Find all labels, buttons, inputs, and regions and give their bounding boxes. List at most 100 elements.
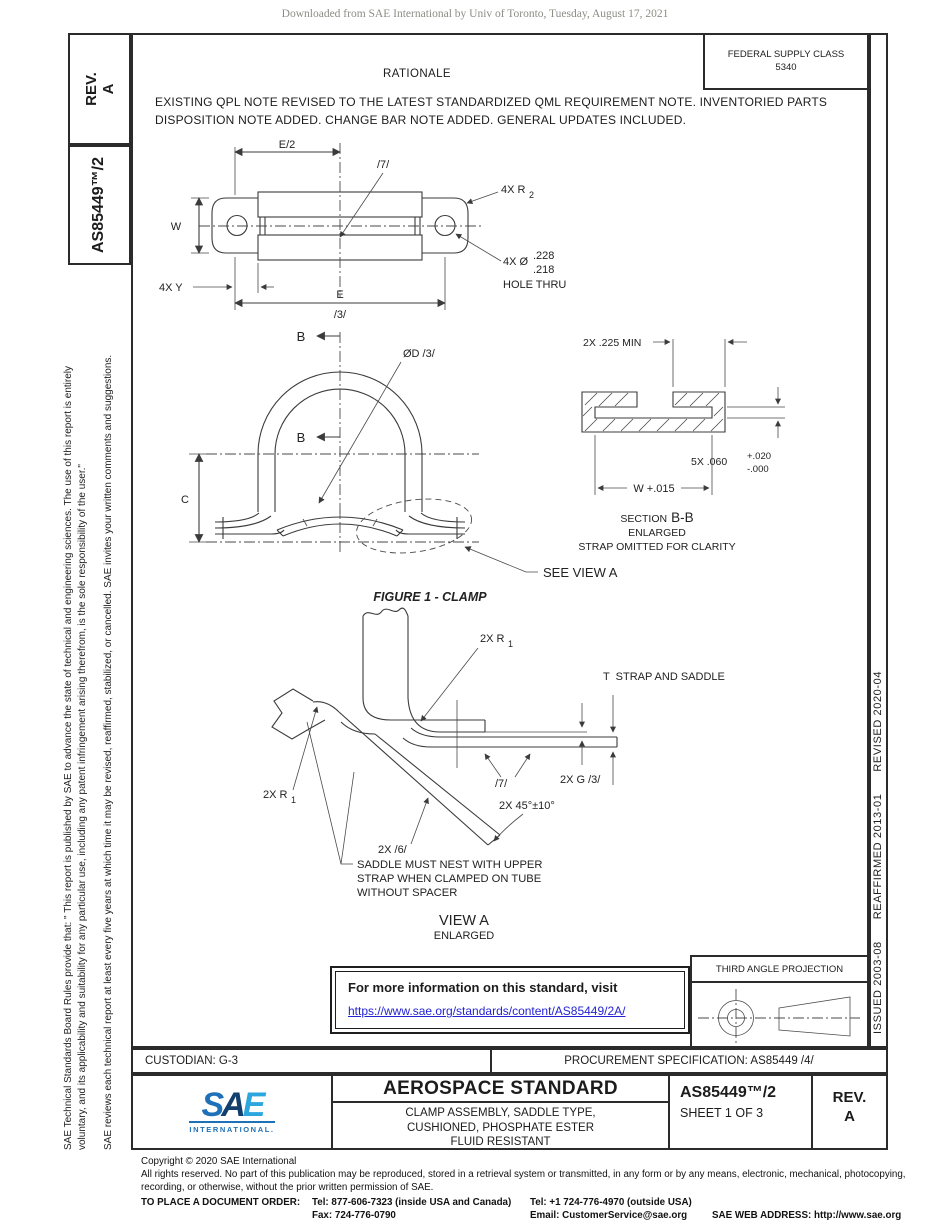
flag-6-label: 2X /6/ — [378, 844, 408, 856]
dim-w: W — [171, 221, 182, 233]
rights-line2: recording, or otherwise, without the pri… — [141, 1182, 434, 1193]
saddle-note-line2: STRAP WHEN CLAMPED ON TUBE — [357, 873, 541, 885]
fax: Fax: 724-776-0790 — [312, 1210, 396, 1221]
hole-callout-max: .228 — [533, 250, 554, 262]
section-bb-drawing: 2X .225 MIN 5X .060 +.020 -.000 W +.015 … — [578, 337, 785, 553]
dim-5x-minus: -.000 — [747, 464, 769, 475]
dim-r1-left-sub: 1 — [291, 795, 296, 805]
revision-cell: REV. A — [813, 1076, 886, 1148]
section-bb-word: B-B — [671, 510, 694, 525]
dim-c: C — [181, 494, 189, 506]
front-view-annotations: B B C ØD /3/ SEE VIEW A FIGURE 1 - CLAMP — [181, 329, 618, 604]
title-cell: AEROSPACE STANDARD CLAMP ASSEMBLY, SADDL… — [333, 1076, 670, 1148]
doc-number-vertical: AS85449™/2 — [90, 156, 108, 254]
rev-label: REV. — [82, 72, 100, 106]
dim-angle-label: 2X 45°±10° — [499, 800, 555, 812]
section-bb-dimensions: 2X .225 MIN 5X .060 +.020 -.000 W +.015 … — [578, 337, 785, 553]
section-bb-note: STRAP OMITTED FOR CLARITY — [578, 541, 735, 553]
dim-g-label: 2X G /3/ — [560, 774, 601, 786]
dim-r1-left: 2X R — [263, 789, 288, 801]
custodian-cell: CUSTODIAN: G-3 — [133, 1050, 492, 1072]
dim-w-015: W +.015 — [633, 483, 674, 495]
section-bb-geometry — [581, 391, 726, 433]
revision-value: A — [844, 1108, 855, 1125]
logo-cell: SAE INTERNATIONAL. — [133, 1076, 333, 1148]
view-a-caption: VIEW A — [439, 913, 489, 929]
copyright-line: Copyright © 2020 SAE International — [141, 1156, 297, 1167]
figure1-caption: FIGURE 1 - CLAMP — [373, 590, 487, 604]
info-box: For more information on this standard, v… — [330, 966, 690, 1034]
figure1-front-view-drawing: B B C ØD /3/ SEE VIEW A FIGURE 1 - CLAMP — [181, 329, 618, 604]
logo-international-text: INTERNATIONAL. — [189, 1121, 275, 1134]
hole-callout-qty: 4X Ø — [503, 256, 529, 268]
legal-note-1: SAE Technical Standards Board Rules prov… — [63, 366, 88, 1150]
sae-logo-letters: SAE — [189, 1088, 274, 1122]
info-box-text: For more information on this standard, v… — [348, 980, 618, 995]
flag-3: /3/ — [334, 309, 347, 321]
section-arrow-b-mid: B — [297, 430, 306, 445]
section-arrow-b-top: B — [297, 329, 306, 344]
third-angle-projection-box: THIRD ANGLE PROJECTION — [690, 955, 869, 1048]
custodian-text: CUSTODIAN: G-3 — [145, 1055, 239, 1067]
top-view-dimensions: E/2 /7/ 4X R 2 W 4X Y E /3/ 4X Ø .228 .2… — [159, 139, 566, 321]
dim-4x-y: 4X Y — [159, 282, 183, 294]
right-margin-column — [869, 33, 888, 1048]
dim-e: E — [336, 289, 343, 301]
view-a-enlarged: ENLARGED — [434, 930, 495, 942]
issue-dates-vertical: ISSUED 2003-08 REAFFIRMED 2013-01 REVISE… — [872, 670, 884, 1034]
revision-label: REV. — [832, 1089, 867, 1106]
saddle-note-line1: SADDLE MUST NEST WITH UPPER — [357, 859, 542, 871]
section-bb-enlarged: ENLARGED — [628, 527, 686, 539]
view-a-geometry — [271, 607, 618, 846]
custodian-bar: CUSTODIAN: G-3 PROCUREMENT SPECIFICATION… — [131, 1048, 888, 1074]
email: Email: CustomerService@sae.org — [530, 1210, 688, 1221]
flag-7: /7/ — [377, 159, 390, 171]
rights-line1: All rights reserved. No part of this pub… — [141, 1169, 906, 1180]
sae-logo: SAE INTERNATIONAL. — [189, 1088, 275, 1134]
hole-callout-thru: HOLE THRU — [503, 279, 566, 291]
logo-letter-s: S — [201, 1086, 225, 1124]
doc-title-line3: FLUID RESISTANT — [450, 1136, 551, 1148]
doc-number: AS85449™/2 — [680, 1084, 777, 1101]
saddle-note-line3: WITHOUT SPACER — [357, 887, 457, 899]
logo-letter-a: A — [221, 1086, 246, 1124]
web-address: SAE WEB ADDRESS: http://www.sae.org — [712, 1210, 902, 1221]
order-label: TO PLACE A DOCUMENT ORDER: — [141, 1197, 301, 1208]
rev-value: A — [99, 83, 117, 95]
front-view-geometry — [206, 332, 479, 552]
see-view-a-label: SEE VIEW A — [543, 565, 618, 580]
view-a-drawing: 2X R 1 T STRAP AND SADDLE 2X G /3/ /7/ 2… — [263, 607, 725, 942]
tel-inside: Tel: 877-606-7323 (inside USA and Canada… — [312, 1197, 512, 1208]
legal-note-2: SAE reviews each technical report at lea… — [103, 354, 114, 1150]
hole-callout-min: .218 — [533, 264, 554, 276]
doc-title-line2: CUSHIONED, PHOSPHATE ESTER — [406, 1121, 594, 1134]
dim-t-label: T STRAP AND SADDLE — [603, 671, 725, 683]
rationale-body: EXISTING QPL NOTE REVISED TO THE LATEST … — [155, 95, 828, 127]
title-block: SAE INTERNATIONAL. AEROSPACE STANDARD CL… — [131, 1074, 888, 1150]
logo-letter-e: E — [242, 1086, 266, 1124]
dim-e-half: E/2 — [279, 139, 296, 151]
doc-number-box: AS85449™/2 — [68, 145, 131, 265]
dim-4x-r2: 4X R — [501, 184, 526, 196]
view-a-annotations: 2X R 1 T STRAP AND SADDLE 2X G /3/ /7/ 2… — [263, 633, 725, 942]
sheet-number: SHEET 1 OF 3 — [680, 1106, 764, 1120]
dim-5x-plus: +.020 — [747, 451, 771, 462]
rev-box: REV. A — [68, 33, 131, 145]
tel-outside: Tel: +1 724-776-4970 (outside USA) — [530, 1197, 692, 1208]
standard-type-heading: AEROSPACE STANDARD — [333, 1076, 668, 1103]
dim-225-min: 2X .225 MIN — [583, 337, 641, 349]
procurement-text: PROCUREMENT SPECIFICATION: AS85449 /4/ — [564, 1055, 814, 1067]
doc-title-line1: CLAMP ASSEMBLY, SADDLE TYPE, — [405, 1107, 596, 1119]
download-watermark: Downloaded from SAE International by Uni… — [281, 8, 669, 20]
dim-5x-060: 5X .060 — [691, 456, 727, 468]
standard-link[interactable]: https://www.sae.org/standards/content/AS… — [348, 1004, 626, 1018]
projection-title: THIRD ANGLE PROJECTION — [692, 957, 867, 983]
projection-symbol — [698, 989, 860, 1044]
dim-dia-d: ØD /3/ — [403, 348, 436, 360]
procurement-cell: PROCUREMENT SPECIFICATION: AS85449 /4/ — [492, 1050, 886, 1072]
top-view-geometry — [199, 143, 483, 297]
dim-r1-top-sub: 1 — [508, 639, 513, 649]
dim-r1-top: 2X R — [480, 633, 505, 645]
